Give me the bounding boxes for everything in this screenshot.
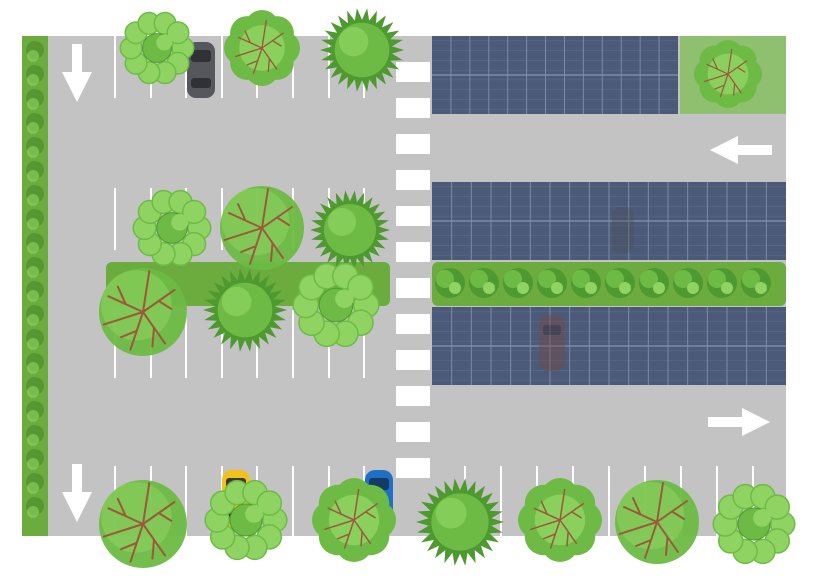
tree-bottom-6 [615,480,699,564]
trees-layer [99,8,796,568]
arrow-down-bottom-left [62,464,92,522]
arrow-down-top-left [62,44,92,102]
tree-top-3 [320,8,404,92]
left-hedge-foliage [26,41,44,518]
tree-low-3 [292,262,380,348]
tree-bottom-1 [99,480,187,568]
tree-bottom-7 [712,483,796,565]
pedestrian-crosswalk [396,62,430,478]
tree-mid-1 [132,189,212,267]
tree-bottom-2 [204,479,288,561]
tree-low-2 [203,268,287,352]
median-right-bushes [435,268,771,298]
tree-mid-3 [310,190,390,270]
tree-mid-2 [220,186,304,270]
solar-canopy-top [432,36,678,114]
tree-bottom-3 [312,478,396,562]
solar-canopy-lower-middle [432,307,786,385]
car-under-canopy-dark [612,207,634,253]
tree-top-2 [224,10,300,86]
tree-bottom-4 [416,478,504,566]
solar-canopy-upper-middle [432,182,786,260]
car-under-canopy-red [539,315,565,371]
arrow-right-right-lane [708,408,770,436]
car-dark-gray [187,42,215,98]
arrow-left-right-lane [710,136,772,164]
tree-top-1 [119,11,195,85]
tree-lawn-top-right [694,40,762,108]
tree-bottom-5 [518,478,602,562]
tree-low-1 [99,268,187,356]
